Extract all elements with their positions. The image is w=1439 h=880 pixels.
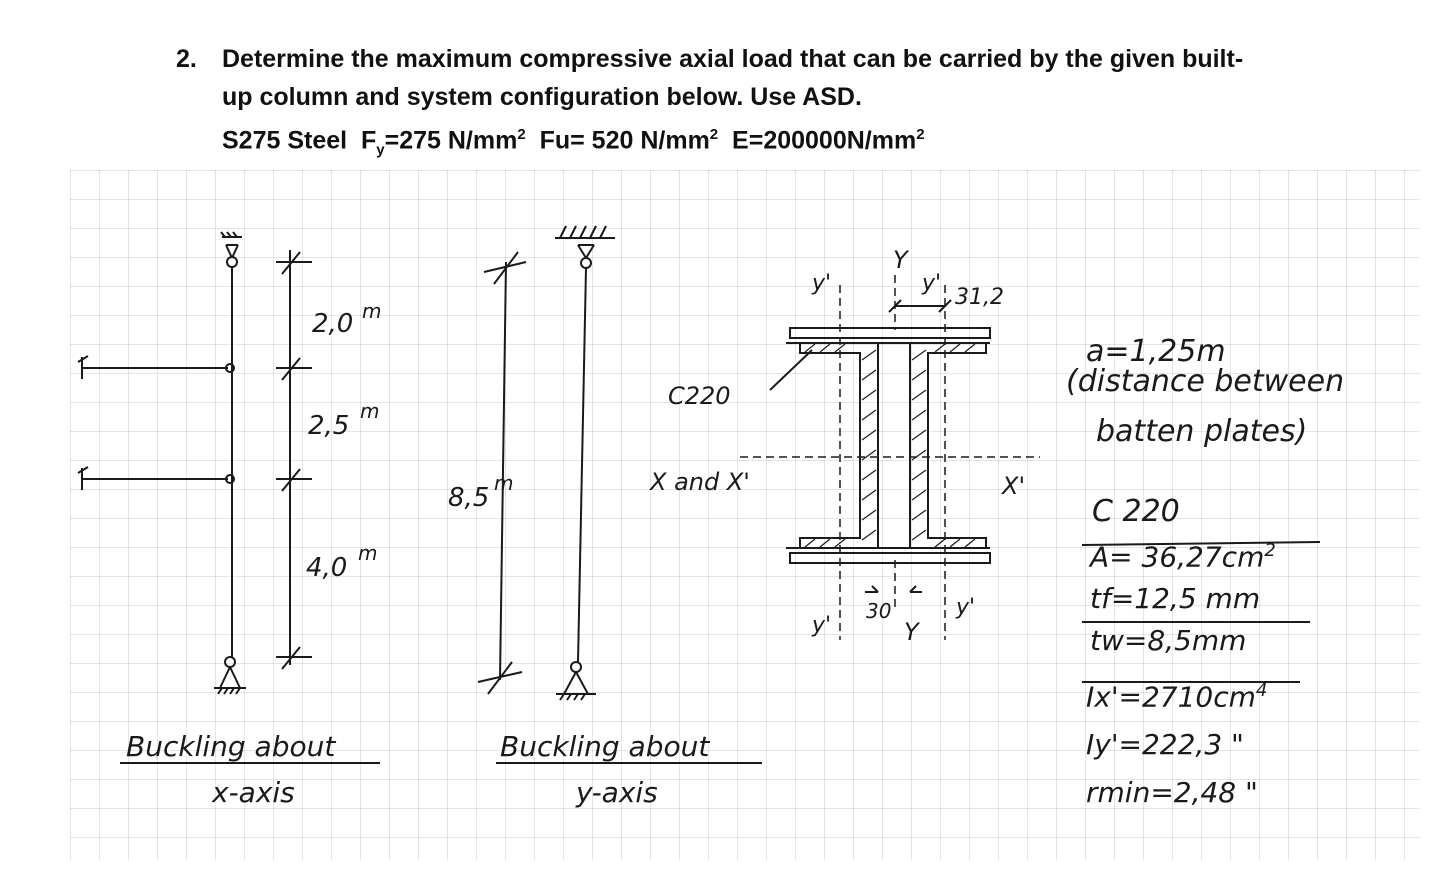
fy-prefix: F	[361, 126, 377, 155]
top-pin	[226, 256, 238, 268]
fy-value: =275 N/mm	[384, 126, 518, 155]
note-profile: C 220	[1092, 494, 1180, 529]
y-bottom-label: Y	[904, 618, 921, 646]
note-ix-exp: 4	[1255, 680, 1268, 701]
channel-label: C220	[668, 382, 731, 410]
seg1-unit: m	[362, 299, 381, 323]
y-prime-top-label: y'	[921, 271, 941, 296]
problem-number: 2.	[176, 45, 197, 73]
problem-line-2: up column and system configuration below…	[222, 83, 862, 111]
note-rmin: rmin=2,48 "	[1086, 776, 1258, 809]
seg2-length: 2,5	[308, 411, 349, 441]
note-desc-1: (distance between	[1066, 364, 1345, 399]
y-top-label: Y	[893, 246, 910, 274]
seg3-length: 4,0	[306, 553, 347, 583]
caption-y-line2: y-axis	[575, 776, 658, 809]
right-channel	[909, 342, 987, 549]
problem-line-1: Determine the maximum compressive axial …	[222, 45, 1244, 73]
material-properties: S275 Steel Fy=275 N/mm2 Fu= 520 N/mm2 E=…	[222, 116, 1243, 169]
top-batten-plate	[789, 327, 991, 339]
steel-grade: S275 Steel	[222, 126, 348, 155]
bottom-batten-plate	[789, 552, 991, 564]
y-prime-bottom-right-label: y'	[955, 595, 975, 620]
caption-x-line1: Buckling about	[126, 730, 336, 763]
note-area: A= 36,27cm2	[1090, 540, 1276, 573]
e-value: E=200000N/mm	[732, 126, 917, 155]
y-prime-left-top-label: y'	[811, 271, 831, 296]
note-ix: Ix'=2710cm4	[1086, 680, 1267, 713]
caption-x-line2: x-axis	[211, 776, 295, 809]
fy-sub: y	[376, 141, 385, 159]
dimension-line-y	[499, 261, 507, 681]
column-y-sketch	[477, 225, 762, 764]
length-y: 8,5	[448, 483, 489, 513]
seg2-unit: m	[360, 399, 379, 423]
fu-value: Fu= 520 N/mm	[539, 126, 710, 155]
note-tf: tf=12,5 mm	[1090, 582, 1261, 615]
seg1-length: 2,0	[312, 309, 353, 339]
fu-exp: 2	[709, 126, 719, 143]
dim-bottom-label: 30	[866, 599, 891, 623]
note-tw: tw=8,5mm	[1090, 624, 1247, 657]
seg3-unit: m	[358, 541, 377, 565]
y-prime-bottom-left-label: y'	[811, 613, 831, 638]
note-area-exp: 2	[1264, 540, 1276, 561]
grid-paper	[70, 170, 1420, 860]
x-prime-label: X'	[1000, 472, 1025, 500]
note-desc-2: batten plates)	[1096, 414, 1308, 449]
note-ix-value: Ix'=2710cm	[1086, 680, 1256, 714]
built-up-section	[740, 275, 1040, 640]
fy-exp: 2	[517, 126, 526, 143]
column-y	[577, 267, 587, 663]
bottom-pin	[224, 656, 236, 668]
note-a: a=1,25m	[1086, 334, 1226, 369]
length-y-unit: m	[494, 471, 513, 495]
left-channel	[799, 342, 879, 549]
note-area-value: A= 36,27cm	[1090, 540, 1265, 574]
dim-top-label: 31,2	[955, 285, 1004, 310]
column-x-sketch	[77, 231, 380, 764]
caption-y-line1: Buckling about	[500, 730, 710, 763]
notes-lines	[1081, 541, 1321, 683]
axis-label: X and X'	[648, 468, 750, 496]
e-exp: 2	[916, 126, 925, 143]
note-iy: Iy'=222,3 "	[1086, 728, 1244, 761]
